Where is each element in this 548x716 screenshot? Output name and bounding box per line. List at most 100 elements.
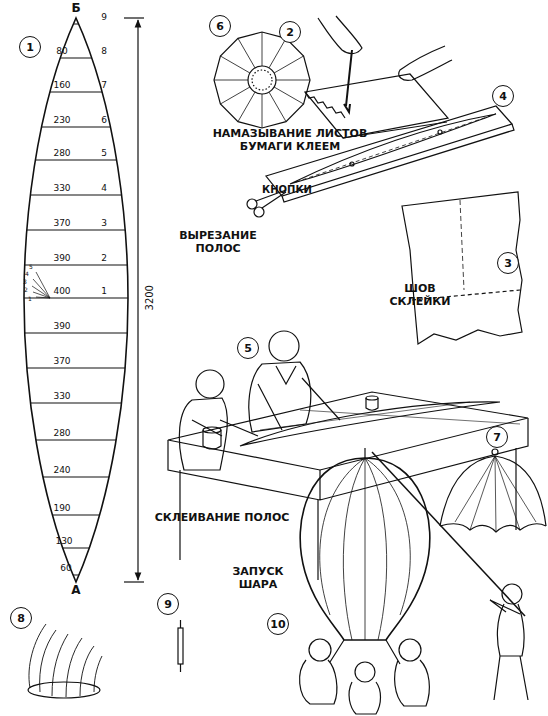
child-body xyxy=(300,640,344,704)
boy-arm xyxy=(258,378,340,430)
dimension-line xyxy=(137,20,138,580)
gore-line xyxy=(0,367,150,368)
boy-body xyxy=(249,362,311,432)
step-caption: ЗАПУСК ШАРА xyxy=(225,566,291,591)
gore-width: 370 xyxy=(49,356,75,366)
gore-width: 390 xyxy=(49,321,75,331)
table-top xyxy=(168,392,528,470)
line-number: 7 xyxy=(92,80,116,90)
scissors-ring xyxy=(247,199,257,209)
gore-width: 190 xyxy=(49,503,75,513)
dome-outline xyxy=(440,456,546,526)
gore-width: 390 xyxy=(49,253,75,263)
callout-number: 9 xyxy=(164,599,172,610)
child-head xyxy=(309,639,331,661)
gore-line xyxy=(0,514,150,515)
line-number: 3 xyxy=(92,218,116,228)
boy-tie xyxy=(276,366,296,384)
gore-line xyxy=(0,297,150,298)
gore-line xyxy=(0,229,150,230)
gore-pattern xyxy=(0,18,150,582)
gore-width: 330 xyxy=(49,183,75,193)
fuse-body xyxy=(178,628,183,664)
gore-width: 230 xyxy=(49,115,75,125)
fan-number: 1 xyxy=(25,296,35,303)
point-letter: Б xyxy=(66,2,86,16)
callout-circle: 6 xyxy=(209,15,231,37)
gore-line xyxy=(0,57,150,58)
fuse xyxy=(178,620,183,672)
child-body xyxy=(349,682,380,714)
dimension-tick xyxy=(124,17,144,18)
callout-circle: 10 xyxy=(267,613,289,635)
glue-jar xyxy=(366,398,378,410)
table-frame xyxy=(168,418,528,580)
callout-number: 1 xyxy=(26,42,34,53)
dimension-tick xyxy=(124,581,144,582)
ring xyxy=(28,682,100,698)
callout-circle: 3 xyxy=(497,252,519,274)
gore-outline xyxy=(24,18,128,582)
child-head xyxy=(399,639,421,661)
hand xyxy=(318,16,362,54)
seam-sheet xyxy=(402,192,522,344)
boy-head xyxy=(269,331,299,361)
ring-strands xyxy=(29,624,102,697)
callout-circle: 2 xyxy=(279,21,301,43)
callout-number: 7 xyxy=(493,432,501,443)
center-line xyxy=(460,200,464,290)
callout-number: 2 xyxy=(286,27,294,38)
boy-arm xyxy=(192,420,258,436)
step-caption: НАМАЗЫВАНИЕ ЛИСТОВ БУМАГИ КЛЕЕМ xyxy=(205,128,375,153)
callout-circle: 4 xyxy=(492,85,514,107)
gore-width: 80 xyxy=(49,46,75,56)
glue-jar xyxy=(366,396,378,400)
gore-line xyxy=(0,194,150,195)
gore-line xyxy=(0,574,150,575)
fan-number: 3 xyxy=(20,279,30,286)
top-view-outline xyxy=(214,32,310,128)
balloon xyxy=(300,458,430,640)
fan-number: 5 xyxy=(26,264,36,271)
gore-line xyxy=(0,332,150,333)
boy-body xyxy=(179,398,227,470)
gore-width: 280 xyxy=(49,148,75,158)
gore-width: 330 xyxy=(49,391,75,401)
gore-line xyxy=(0,91,150,92)
line-number: 4 xyxy=(92,183,116,193)
gore-width: 60 xyxy=(53,563,79,573)
child-body xyxy=(494,604,528,700)
callout-number: 6 xyxy=(216,21,224,32)
hand xyxy=(399,46,452,80)
table-scene xyxy=(168,331,528,580)
child-body xyxy=(386,640,429,706)
fan-number: 2 xyxy=(21,287,31,294)
line-number: 8 xyxy=(92,46,116,56)
top-view-seams xyxy=(214,32,310,128)
balloon-top-view xyxy=(214,32,310,128)
fan-lines xyxy=(32,272,50,298)
gluing-sheets xyxy=(305,16,452,138)
gore-line xyxy=(0,547,150,548)
point-letter: А xyxy=(66,584,86,598)
boy-head xyxy=(196,370,224,398)
launch-scene xyxy=(300,448,528,714)
launch-pole xyxy=(372,452,525,616)
gore-width: 370 xyxy=(49,218,75,228)
scissors-ring xyxy=(254,207,264,217)
gore-line xyxy=(0,23,150,24)
step-caption: СКЛЕИВАНИЕ ПОЛОС xyxy=(142,512,302,525)
fan-number: 4 xyxy=(22,271,32,278)
part-name: КНОПКИ xyxy=(252,184,322,196)
child-head xyxy=(355,662,375,682)
gore-width: 160 xyxy=(49,80,75,90)
gore-width: 130 xyxy=(51,536,77,546)
gore-width: 240 xyxy=(49,465,75,475)
brush xyxy=(344,50,352,112)
table-paper xyxy=(260,402,520,430)
gore-line xyxy=(0,159,150,160)
callout-number: 4 xyxy=(499,91,507,102)
paper-strip xyxy=(402,192,522,344)
step-caption: ШОВ СКЛЕЙКИ xyxy=(380,283,460,308)
